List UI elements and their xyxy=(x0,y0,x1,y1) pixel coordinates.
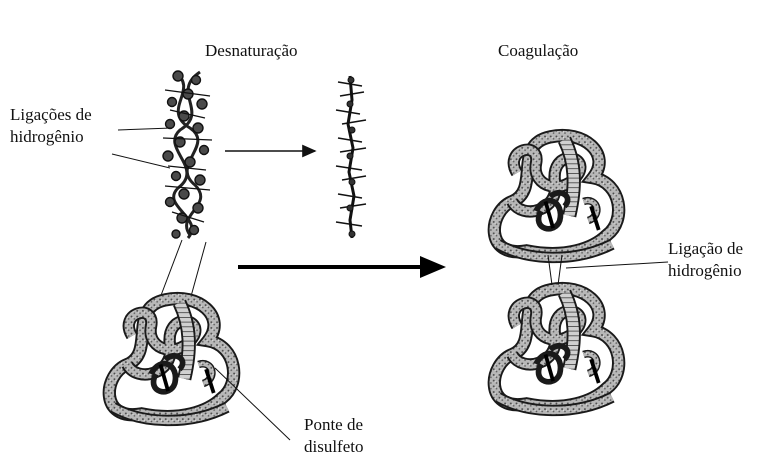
coagulated-protein-top-icon xyxy=(494,135,618,257)
disulfide-label-line2: disulfeto xyxy=(304,436,364,458)
main-arrow-icon xyxy=(238,256,446,278)
disulfide-label-line1: Ponte de xyxy=(304,414,364,436)
hydrogen-bond-label-line2: hidrogênio xyxy=(668,260,743,282)
hydrogen-bond-label: Ligação de hidrogênio xyxy=(668,238,743,282)
disulfide-bridge-label: Ponte de disulfeto xyxy=(304,414,364,458)
coagulated-protein-bottom-icon xyxy=(494,288,618,410)
hydrogen-bonds-label: Ligações de hidrogênio xyxy=(10,104,92,148)
denatured-chain-icon xyxy=(336,76,366,238)
helix-molecule-icon xyxy=(112,71,212,300)
folded-protein-icon xyxy=(109,298,233,420)
denaturation-title: Desnaturação xyxy=(205,40,298,62)
hydrogen-bond-label-line1: Ligação de xyxy=(668,238,743,260)
coagulation-title: Coagulação xyxy=(498,40,578,62)
hydrogen-bonds-label-line1: Ligações de xyxy=(10,104,92,126)
hydrogen-bonds-label-line2: hidrogênio xyxy=(10,126,92,148)
